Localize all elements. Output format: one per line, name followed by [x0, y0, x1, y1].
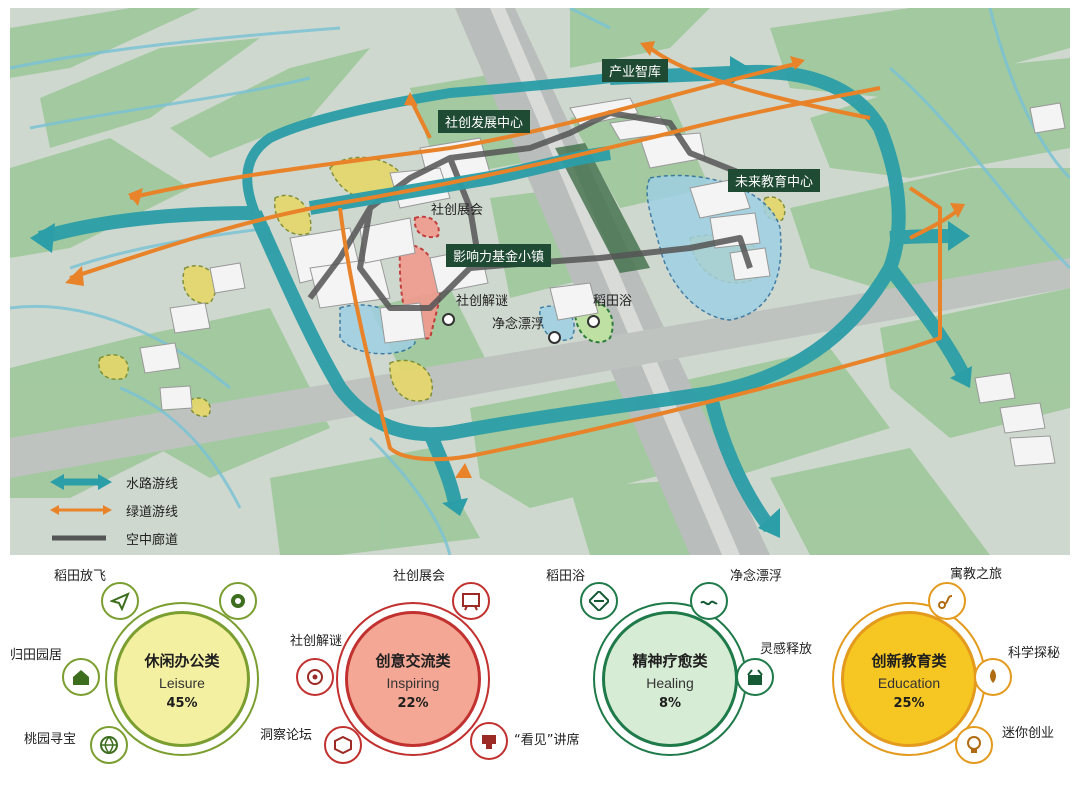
legend-label: 空中廊道: [126, 532, 179, 548]
category-title: 精神疗愈类: [632, 652, 708, 670]
category-title: 创意交流类: [375, 652, 451, 670]
master-plan-map: 产业智库 社创发展中心 未来教育中心 影响力基金小镇 社创展会 社创解谜 稻田浴…: [10, 8, 1070, 555]
network-cube-icon: [324, 726, 362, 764]
category-ring: [105, 602, 259, 756]
sub-label: 稻田放飞: [54, 569, 107, 584]
category-ring: [336, 602, 490, 756]
lecture-icon: [470, 722, 508, 760]
globe-icon: [90, 726, 128, 764]
poi-marker-daotianyu: [587, 315, 600, 328]
sub-label: 洞察论坛: [260, 728, 313, 743]
sub-label: 净念漂浮: [730, 569, 783, 584]
sub-label: 迷你创业: [1002, 726, 1055, 741]
open-box-icon: [736, 658, 774, 696]
category-percent: 25%: [893, 696, 925, 711]
double-arrow-icon: [50, 505, 112, 515]
map-tag-weilai: 未来教育中心: [728, 169, 821, 192]
category-en: Inspiring: [386, 675, 440, 691]
category-inspiring: 创意交流类 Inspiring 22% 社创展会 社创解谜 洞察论坛 “看见”讲…: [260, 560, 579, 801]
sub-label: 社创展会: [393, 569, 446, 584]
map-legend: 水路游线 绿道游线 空中廊道: [50, 468, 178, 552]
rocket-icon: [974, 658, 1012, 696]
map-tag-shechuang-center: 社创发展中心: [438, 110, 531, 133]
poi-marker-jingnian: [548, 331, 561, 344]
category-percent: 22%: [397, 696, 429, 711]
category-en: Leisure: [159, 675, 205, 691]
route-icon: [928, 582, 966, 620]
poi-label-daotianyu: 稻田浴: [593, 294, 633, 309]
wave-icon: [690, 582, 728, 620]
sub-label: 寓教之旅: [950, 567, 1003, 582]
category-healing: 精神疗愈类 Healing 8% 稻田浴 净念漂浮 灵感释放: [540, 560, 813, 801]
legend-item-water: 水路游线: [50, 468, 178, 496]
category-en: Education: [877, 675, 941, 691]
sub-label: 桃园寻宝: [24, 732, 77, 747]
map-tag-yingxiang: 影响力基金小镇: [446, 244, 552, 267]
farmhouse-icon: [62, 658, 100, 696]
legend-item-greenway: 绿道游线: [50, 496, 178, 524]
puzzle-flower-icon: [296, 658, 334, 696]
poi-label-jingnian: 净念漂浮: [492, 317, 545, 332]
lightbulb-icon: [955, 726, 993, 764]
line-icon: [52, 535, 106, 541]
paper-plane-icon: [101, 582, 139, 620]
double-arrow-icon: [50, 474, 112, 490]
sub-label: 科学探秘: [1008, 646, 1061, 661]
map-tag-chanye: 产业智库: [602, 59, 669, 82]
category-percent: 45%: [166, 696, 198, 711]
sub-label: 归田园居: [10, 648, 63, 663]
poi-marker-jiemi: [442, 313, 455, 326]
sub-label: 稻田浴: [546, 569, 586, 584]
legend-item-skyway: 空中廊道: [50, 524, 178, 552]
legend-label: 水路游线: [126, 476, 179, 492]
category-title: 创新教育类: [871, 652, 947, 670]
poi-label-zhanhui: 社创展会: [431, 203, 484, 218]
poi-label-jiemi: 社创解谜: [456, 294, 509, 309]
sub-label: “看见”讲席: [514, 733, 580, 748]
brain-gear-icon: [219, 582, 257, 620]
legend-label: 绿道游线: [126, 504, 179, 520]
sub-label: 社创解谜: [290, 634, 343, 649]
exhibition-board-icon: [452, 582, 490, 620]
sub-label: 灵感释放: [760, 642, 813, 657]
category-core: [114, 611, 250, 747]
category-education: 创新教育类 Education 25% 寓教之旅 科学探秘 迷你创业: [800, 560, 1080, 801]
category-leisure: 休闲办公类 Leisure 45% 稻田放飞 归田园居 桃园寻宝: [10, 560, 280, 801]
category-en: Healing: [646, 675, 694, 691]
category-core: [345, 611, 481, 747]
rice-field-icon: [580, 582, 618, 620]
category-percent: 8%: [658, 696, 682, 711]
category-title: 休闲办公类: [144, 652, 220, 670]
